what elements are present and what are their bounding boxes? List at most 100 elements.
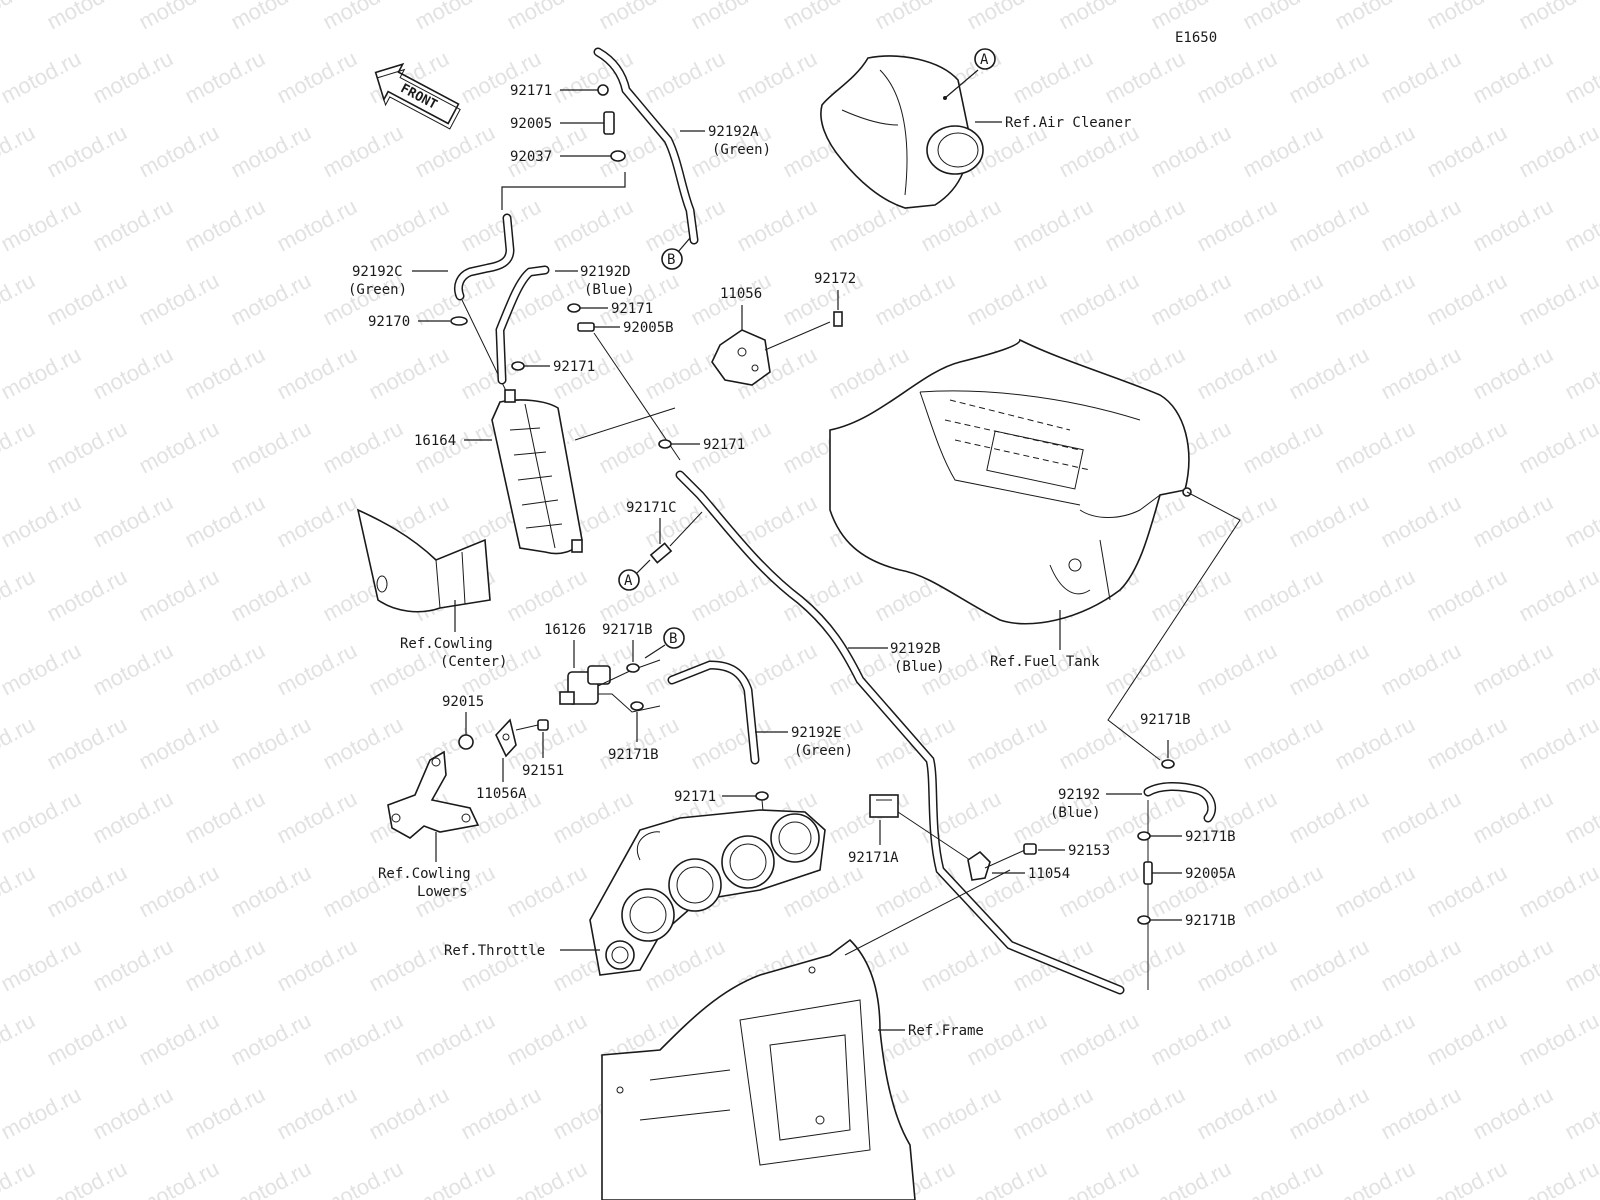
watermark-text: motod.ru (1561, 786, 1600, 849)
fuel-tank-shape (829, 338, 1192, 625)
watermark-text: motod.ru (1055, 0, 1143, 34)
watermark-text: motod.ru (0, 490, 85, 553)
watermark-text: motod.ru (1561, 934, 1600, 997)
watermark-text: motod.ru (135, 1156, 223, 1200)
label-92192A-color: (Green) (712, 142, 771, 158)
watermark-text: motod.ru (1561, 46, 1600, 109)
watermark-text: motod.ru (227, 268, 315, 331)
watermark-text: motod.ru (1423, 1008, 1511, 1071)
watermark-text: motod.ru (1331, 120, 1419, 183)
watermark-text: motod.ru (917, 1082, 1005, 1145)
marker-a-top-label: A (980, 52, 989, 68)
watermark-text: motod.ru (1331, 564, 1419, 627)
label-92170: 92170 (368, 314, 410, 330)
watermark-text: motod.ru (1469, 490, 1557, 553)
watermark-text: motod.ru (1285, 1082, 1373, 1145)
watermark-text: motod.ru (1101, 638, 1189, 701)
marker-a-top (974, 48, 996, 70)
watermark-text: motod.ru (43, 0, 131, 34)
watermark-text: motod.ru (1285, 342, 1373, 405)
watermark-text: motod.ru (1515, 712, 1600, 775)
label-92171B-r2: 92171B (1185, 829, 1236, 845)
watermark-text: motod.ru (89, 1082, 177, 1145)
watermark-text: motod.ru (0, 638, 85, 701)
watermark-text: motod.ru (135, 860, 223, 923)
label-92172: 92172 (814, 271, 856, 287)
watermark-text: motod.ru (43, 860, 131, 923)
watermark-text: motod.ru (1469, 46, 1557, 109)
watermark-text: motod.ru (43, 564, 131, 627)
watermark-text: motod.ru (503, 860, 591, 923)
watermark-text: motod.ru (1515, 0, 1600, 34)
watermark-text: motod.ru (1101, 194, 1189, 257)
watermark-text: motod.ru (273, 194, 361, 257)
watermark-text: motod.ru (135, 1008, 223, 1071)
watermark-text: motod.ru (0, 712, 39, 775)
watermark-text: motod.ru (641, 342, 729, 405)
frame-shape (601, 938, 916, 1200)
watermark-text: motod.ru (273, 490, 361, 553)
watermark-text: motod.ru (89, 342, 177, 405)
watermark-text: motod.ru (1285, 786, 1373, 849)
watermark-text: motod.ru (43, 268, 131, 331)
watermark-text: motod.ru (181, 490, 269, 553)
cowling-lowers-bracket (387, 750, 480, 839)
watermark-text: motod.ru (1193, 1082, 1281, 1145)
label-92171-thr: 92171 (674, 789, 716, 805)
watermark-text: motod.ru (227, 0, 315, 34)
ref-cowling-lowers-sub: Lowers (417, 884, 468, 900)
ref-air-cleaner-label: Ref.Air Cleaner (1005, 115, 1131, 131)
watermark-text: motod.ru (917, 934, 1005, 997)
watermark-text: motod.ru (1515, 120, 1600, 183)
watermark-text: motod.ru (0, 194, 85, 257)
watermark-text: motod.ru (135, 416, 223, 479)
watermark-text: motod.ru (0, 786, 85, 849)
watermark-text: motod.ru (1055, 1008, 1143, 1071)
watermark-text: motod.ru (273, 342, 361, 405)
watermark-text: motod.ru (0, 46, 85, 109)
label-92192A: 92192A (708, 124, 759, 140)
watermark-text: motod.ru (0, 860, 39, 923)
watermark-text: motod.ru (1515, 564, 1600, 627)
watermark-text: motod.ru (733, 46, 821, 109)
watermark-text: motod.ru (181, 934, 269, 997)
watermark-text: motod.ru (181, 638, 269, 701)
watermark-text: motod.ru (825, 786, 913, 849)
label-92192D: 92192D (580, 264, 631, 280)
canister-16164 (491, 389, 583, 555)
watermark-text: motod.ru (227, 712, 315, 775)
watermark-text: motod.ru (1561, 638, 1600, 701)
watermark-text: motod.ru (227, 860, 315, 923)
watermark-text: motod.ru (1101, 46, 1189, 109)
watermark-text: motod.ru (1009, 1082, 1097, 1145)
label-92192C-color: (Green) (348, 282, 407, 298)
label-92192B-color: (Blue) (894, 659, 945, 675)
label-92171-low: 92171 (703, 437, 745, 453)
watermark-text: motod.ru (411, 712, 499, 775)
watermark-text: motod.ru (0, 120, 39, 183)
watermark-text: motod.ru (595, 712, 683, 775)
watermark-text: motod.ru (1469, 934, 1557, 997)
label-92171C: 92171C (626, 500, 677, 516)
watermark-text: motod.ru (319, 416, 407, 479)
watermark-text: motod.ru (1193, 934, 1281, 997)
watermark-text: motod.ru (1331, 1156, 1419, 1200)
label-92171B-low: 92171B (608, 747, 659, 763)
cowling-center-shape (356, 508, 491, 613)
watermark-text: motod.ru (687, 712, 775, 775)
label-92192: 92192 (1058, 787, 1100, 803)
watermark-text: motod.ru (89, 194, 177, 257)
watermark-text: motod.ru (963, 712, 1051, 775)
watermark-text: motod.ru (0, 1156, 39, 1200)
watermark-text: motod.ru (1239, 120, 1327, 183)
label-16164: 16164 (414, 433, 456, 449)
watermark-text: motod.ru (135, 712, 223, 775)
diagram-code: E1650 (1175, 30, 1217, 46)
watermark-text: motod.ru (0, 934, 85, 997)
watermark-text: motod.ru (1331, 860, 1419, 923)
watermark-text: motod.ru (227, 564, 315, 627)
watermark-text: motod.ru (273, 786, 361, 849)
label-92171B-r1: 92171B (1140, 712, 1191, 728)
watermark-text: motod.ru (181, 786, 269, 849)
watermark-text: motod.ru (457, 1082, 545, 1145)
